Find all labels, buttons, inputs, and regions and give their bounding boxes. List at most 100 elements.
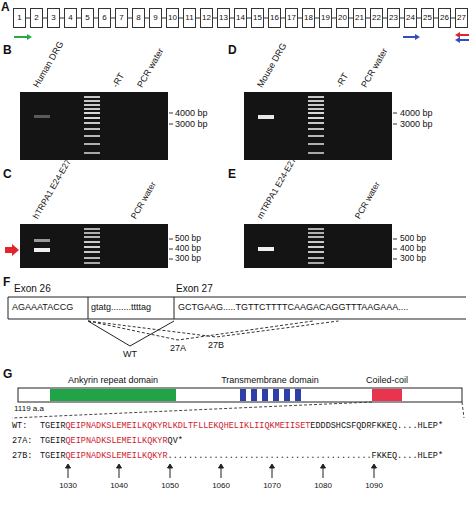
gel-image xyxy=(84,228,100,230)
exon-number: 10 xyxy=(168,14,177,22)
lane-label: PCR water xyxy=(354,181,383,221)
size-marker: 3000 bp xyxy=(175,119,208,129)
band-arrow xyxy=(5,244,19,256)
marker-tick xyxy=(393,239,397,240)
row-label: 27A: xyxy=(12,437,32,447)
exon-number: 15 xyxy=(253,14,262,22)
exon-box: 5 xyxy=(81,8,94,28)
residue-arrow xyxy=(272,468,273,478)
exon-box: 19 xyxy=(319,8,332,28)
gel-image xyxy=(84,257,100,259)
primer-arrow xyxy=(27,34,32,40)
size-marker: 4000 bp xyxy=(400,108,433,118)
panel-letter: D xyxy=(228,44,237,58)
gel-image xyxy=(258,247,274,251)
residue-number: 1070 xyxy=(263,481,281,490)
residue-arrow xyxy=(219,464,224,468)
exon-box: 9 xyxy=(149,8,162,28)
marker-tick xyxy=(169,259,173,260)
lane-label: Mouse DRG xyxy=(255,41,289,89)
gel-image xyxy=(20,92,168,160)
exon-number: 11 xyxy=(185,14,193,22)
residue-number: 1090 xyxy=(365,481,383,490)
marker-tick xyxy=(169,124,173,125)
sequence-row: TGEIRQEIPNADKSLEMEILKQKYRLKDLTFLLEKQHELI… xyxy=(40,422,443,432)
residue-arrow xyxy=(68,468,69,478)
exon-number: 22 xyxy=(372,14,381,22)
protein-sequence: TGEIR xyxy=(40,437,66,447)
residue-arrow xyxy=(66,464,71,468)
exon-box: 16 xyxy=(268,8,281,28)
residue-number: 1060 xyxy=(212,481,230,490)
gel-image xyxy=(84,112,100,114)
dna-sequence: gtatg........ttttag xyxy=(91,302,151,312)
gel-image xyxy=(308,100,324,102)
sequence-frame xyxy=(88,321,174,346)
splice-label: 27B xyxy=(208,340,224,350)
residue-arrow xyxy=(117,464,122,468)
gel-image xyxy=(84,232,100,234)
size-marker: 400 bp xyxy=(400,244,426,254)
panel-letter: B xyxy=(3,44,12,58)
panel-letter: C xyxy=(3,168,12,182)
exon-box: 23 xyxy=(387,8,400,28)
exon-box: 25 xyxy=(421,8,434,28)
gel-image xyxy=(308,257,324,259)
exon-label: Exon 26 xyxy=(14,283,51,295)
exon-number: 27 xyxy=(457,14,466,22)
size-marker: 4000 bp xyxy=(175,108,208,118)
exon-box: 12 xyxy=(200,8,213,28)
marker-tick xyxy=(169,239,173,240)
gel-image xyxy=(84,262,100,264)
gel-image xyxy=(258,115,274,119)
marker-tick xyxy=(393,249,397,250)
protein-bar xyxy=(240,389,246,401)
residue-arrow xyxy=(221,468,222,478)
protein-sequence: QV* xyxy=(168,437,183,447)
marker-tick xyxy=(169,113,397,259)
exon-number: 14 xyxy=(236,14,245,22)
size-marker: 500 bp xyxy=(400,234,426,244)
gel-image xyxy=(34,239,50,242)
gel-image xyxy=(308,246,324,248)
exon-number: 12 xyxy=(202,14,211,22)
gel-image xyxy=(308,128,324,130)
lane-label: -RT xyxy=(110,71,126,89)
primer-arrow xyxy=(460,39,469,41)
splice-line xyxy=(88,321,313,340)
primer-arrow xyxy=(14,36,27,38)
protein-bar xyxy=(462,402,464,418)
residue-arrow xyxy=(270,464,275,468)
gel-image xyxy=(84,122,100,124)
exon-box: 20 xyxy=(336,8,349,28)
gel-image xyxy=(308,152,324,154)
primer-arrow xyxy=(415,34,420,40)
exon-number: 23 xyxy=(389,14,398,22)
lane-label: hTRPA1 E24-E27 xyxy=(32,158,74,221)
size-marker: 400 bp xyxy=(175,244,201,254)
residue-number: 1030 xyxy=(59,481,77,490)
marker-tick xyxy=(393,113,397,114)
primer-arrow xyxy=(460,34,469,36)
exon-number: 25 xyxy=(423,14,432,22)
gel-image xyxy=(84,104,100,106)
protein-sequence: EDDDSHCSFQDRFKKEQ....HLEP* xyxy=(310,422,443,432)
protein-bar xyxy=(251,389,257,401)
sequence-frame xyxy=(8,297,9,319)
protein-bar xyxy=(50,389,176,401)
exon-number: 1 xyxy=(17,14,21,22)
lane-label: Human DRG xyxy=(31,39,66,89)
gel-image xyxy=(308,232,324,234)
exon-box: 21 xyxy=(353,8,366,28)
exon-box: 26 xyxy=(438,8,451,28)
residue-arrow xyxy=(321,464,326,468)
sequence-row: TGEIRQEIPNADKSLEMEILKQKYRQV* xyxy=(40,437,183,447)
gel-image xyxy=(84,143,100,145)
exon-box: 1 xyxy=(13,8,26,28)
protein-bar xyxy=(273,389,279,401)
gel-image xyxy=(84,117,100,119)
gel-image xyxy=(308,108,324,110)
protein-sequence: ........................................… xyxy=(168,452,443,462)
exon-box: 8 xyxy=(132,8,145,28)
panel-letter: G xyxy=(3,368,12,382)
